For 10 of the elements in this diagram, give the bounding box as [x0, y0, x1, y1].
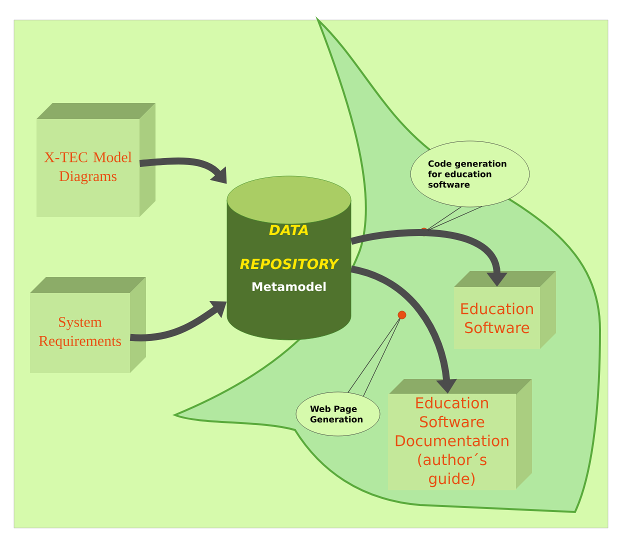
block-box: System Requirements: [30, 277, 146, 373]
leader-line: [427, 206, 482, 231]
block-box: Education Software Documentation (author´s guide): [388, 379, 532, 490]
database-cylinder: DATA REPOSITORY Metamodel: [226, 176, 352, 340]
speech-bubble: Code generation for education software: [410, 140, 530, 208]
leader-line: [348, 318, 400, 397]
speech-bubble: Web Page Generation: [296, 392, 380, 436]
block-box: X-TEC Model Diagrams: [36, 103, 156, 217]
marker-dot: [398, 310, 406, 320]
block-box: Education Software: [454, 271, 556, 349]
